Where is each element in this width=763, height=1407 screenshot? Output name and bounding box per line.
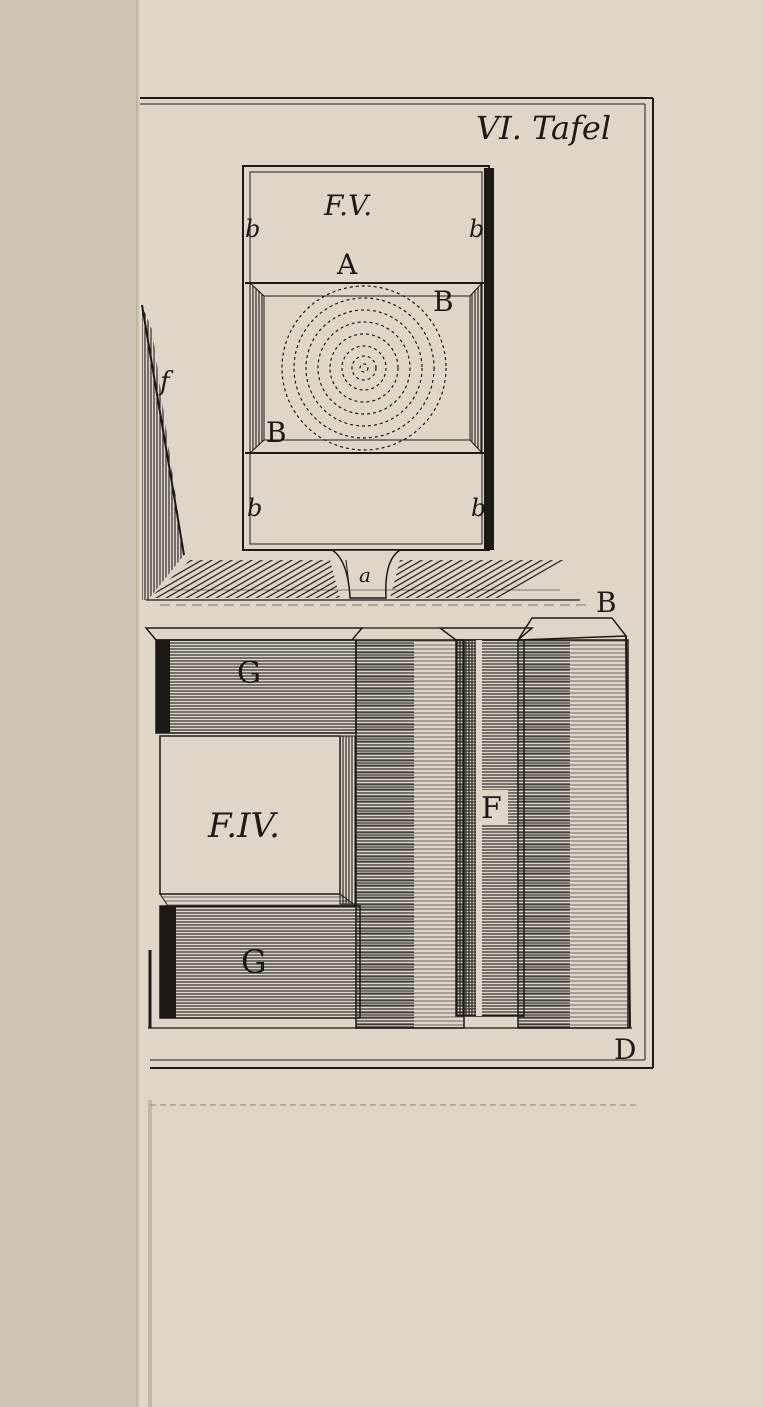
left-wall-shading [141,304,185,600]
label-B-glass-right: B [433,285,454,318]
label-B-ground: B [596,586,617,619]
label-b-bottom-right: b [471,494,486,522]
concentric-rings [281,285,447,451]
label-a: a [359,563,371,587]
figure-iv-structure [144,617,632,1029]
ground-shadow [146,560,590,606]
page-fold [136,0,141,1407]
plate-border [140,97,654,1106]
label-f: f [158,367,174,397]
paper-left-margin [0,0,140,1407]
label-B-glass-left: B [266,416,287,449]
label-fig-v: F.V. [323,189,372,222]
label-G-bottom: G [241,943,267,981]
label-b-top-right: b [469,215,484,243]
label-D: D [614,1033,636,1066]
lower-fold-line [148,1100,152,1407]
figure-v-apparatus [242,165,494,599]
label-G-top: G [237,656,261,691]
label-A: A [336,248,358,281]
plate-title: VI. Tafel [476,109,611,147]
label-F-backdrop [478,790,508,824]
label-b-top-left: b [245,215,260,243]
label-F: F [481,791,502,826]
label-fig-iv: F.IV. [207,806,280,846]
label-b-bottom-left: b [247,494,262,522]
